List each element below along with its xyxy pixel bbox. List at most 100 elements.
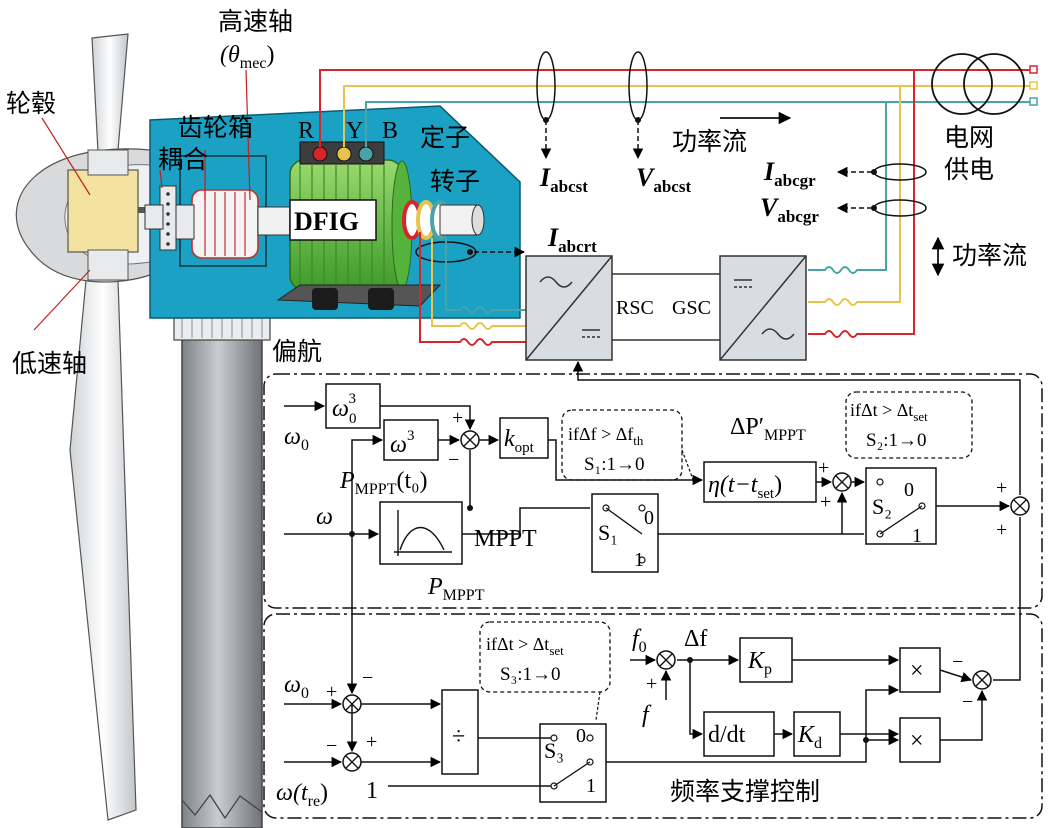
omega0-cube-label: ω03 <box>332 391 356 427</box>
label-hub: 轮毂 <box>6 89 56 118</box>
cond-s2-line1: ifΔt > Δtset <box>850 400 928 424</box>
s3-label: S₃ <box>544 738 564 763</box>
label-gearbox: 齿轮箱 <box>178 113 253 142</box>
label-power-flow-right: 功率流 <box>952 241 1027 270</box>
mppt-label: MPPT <box>474 526 537 552</box>
eta-label: η(t−tset) <box>708 472 782 502</box>
p-mppt: PMPPT <box>427 574 485 604</box>
terminal-y <box>336 146 352 162</box>
s3-switch <box>539 723 607 803</box>
sign-minus-br-1: − <box>952 651 963 673</box>
sign-minus-sum-top: − <box>448 449 459 471</box>
label-i-abcrt: Iabcrt <box>547 223 597 256</box>
one-constant: 1 <box>366 778 378 804</box>
cond-s2-line2: S₂:1→0 <box>866 430 926 451</box>
sign-plus-right-1: + <box>996 477 1007 499</box>
rsc-converter <box>525 255 613 361</box>
label-theta: (θmec) <box>220 42 274 72</box>
sign-plus-eta-1: + <box>818 457 829 479</box>
omega-input: ω <box>316 504 333 530</box>
sign-plus-f: + <box>646 673 657 695</box>
kd-label: Kd <box>797 722 822 752</box>
mult-block-bottom <box>899 717 941 763</box>
label-phase-b: B <box>382 118 398 144</box>
mppt-curve-block <box>379 501 463 565</box>
label-coupling: 耦合 <box>158 145 208 174</box>
cond-s1-line2: S₁:1→0 <box>584 454 644 475</box>
condition-s2 <box>845 391 973 459</box>
label-i-abcgr: Iabcgr <box>763 157 816 190</box>
divide-label: ÷ <box>452 724 465 750</box>
label-power-flow-top: 功率流 <box>672 127 747 156</box>
f-input: f <box>642 702 652 728</box>
s3-one: 1 <box>586 775 596 797</box>
label-phase-r: R <box>298 118 314 144</box>
sign-plus-omega-tre: + <box>366 731 377 753</box>
omega0-bottom-input: ω0 <box>284 672 309 702</box>
omega-tre-input: ω(tre) <box>276 780 328 810</box>
sign-plus-sum-top: + <box>452 407 463 429</box>
label-phase-y: Y <box>346 118 363 144</box>
terminal-b <box>358 146 374 162</box>
s2-one: 1 <box>912 525 922 547</box>
label-stator: 定子 <box>420 123 470 152</box>
label-rotor: 转子 <box>430 167 480 196</box>
sign-plus-right-2: + <box>996 519 1007 541</box>
sign-minus-omega0: − <box>362 667 373 689</box>
cond-s3-line2: S₃:1→0 <box>500 664 560 685</box>
label-gsc: GSC <box>672 297 711 319</box>
omega0-cube-block <box>325 383 381 429</box>
cond-s1-line1: ifΔf > Δfth <box>568 424 644 448</box>
s2-label: S₂ <box>872 494 892 519</box>
ddt-block <box>703 711 775 757</box>
f0-input: f0 <box>632 626 647 656</box>
omega-cube-block <box>383 419 439 461</box>
label-high-speed-shaft: 高速轴 <box>218 7 293 36</box>
sign-minus-br-2: − <box>962 691 973 713</box>
label-grid: 电网 <box>944 123 994 152</box>
ddt-label: d/dt <box>708 722 746 748</box>
freq-control-region <box>263 613 1043 819</box>
blade-top <box>91 33 129 153</box>
stator-lines <box>319 69 1030 147</box>
omega-cube-label: ω3 <box>390 428 414 458</box>
sign-plus-eta-2: + <box>820 491 831 513</box>
mult-block-top <box>899 647 941 693</box>
label-v-abcgr: Vabcgr <box>760 193 819 226</box>
delta-p-prime: ΔP′MPPT <box>730 414 806 444</box>
kopt-label: kopt <box>504 426 535 456</box>
sign-plus-omega0: + <box>326 681 337 703</box>
p-mppt-t0: PMPPT(t₀) <box>339 468 428 498</box>
label-yaw: 偏航 <box>272 337 322 366</box>
label-low-speed-shaft: 低速轴 <box>12 349 87 378</box>
s3-zero: 0 <box>576 725 586 747</box>
mount-feet <box>312 288 394 310</box>
cond-s3-line1: ifΔt > Δtset <box>486 634 564 658</box>
s1-zero: 0 <box>644 507 654 529</box>
mppt-control-region <box>263 373 1043 609</box>
kp-block <box>739 637 793 683</box>
label-supply: 供电 <box>944 155 994 184</box>
label-v-abcst: Vabcst <box>636 163 691 196</box>
mult-bottom-label: × <box>910 728 924 754</box>
s1-label: S₁ <box>598 520 618 545</box>
hub <box>67 169 139 253</box>
mult-top-label: × <box>910 658 924 684</box>
label-i-abcst: Iabcst <box>539 163 588 196</box>
condition-s3 <box>479 621 611 693</box>
s1-one: 1 <box>634 549 644 571</box>
sign-minus-omega-tre: − <box>326 735 337 757</box>
label-rsc: RSC <box>616 297 654 319</box>
gsc-converter <box>719 255 807 361</box>
kd-block <box>793 711 841 757</box>
kopt-block <box>499 417 549 459</box>
divide-block <box>441 689 479 775</box>
omega0-top-input: ω0 <box>284 424 309 454</box>
terminal-r <box>312 146 328 162</box>
delta-f-label: Δf <box>684 626 707 652</box>
tower <box>181 329 263 828</box>
grid-transformer <box>931 53 1025 115</box>
label-freq-support: 频率支撑控制 <box>670 777 820 806</box>
label-dfig: DFIG <box>294 207 359 236</box>
